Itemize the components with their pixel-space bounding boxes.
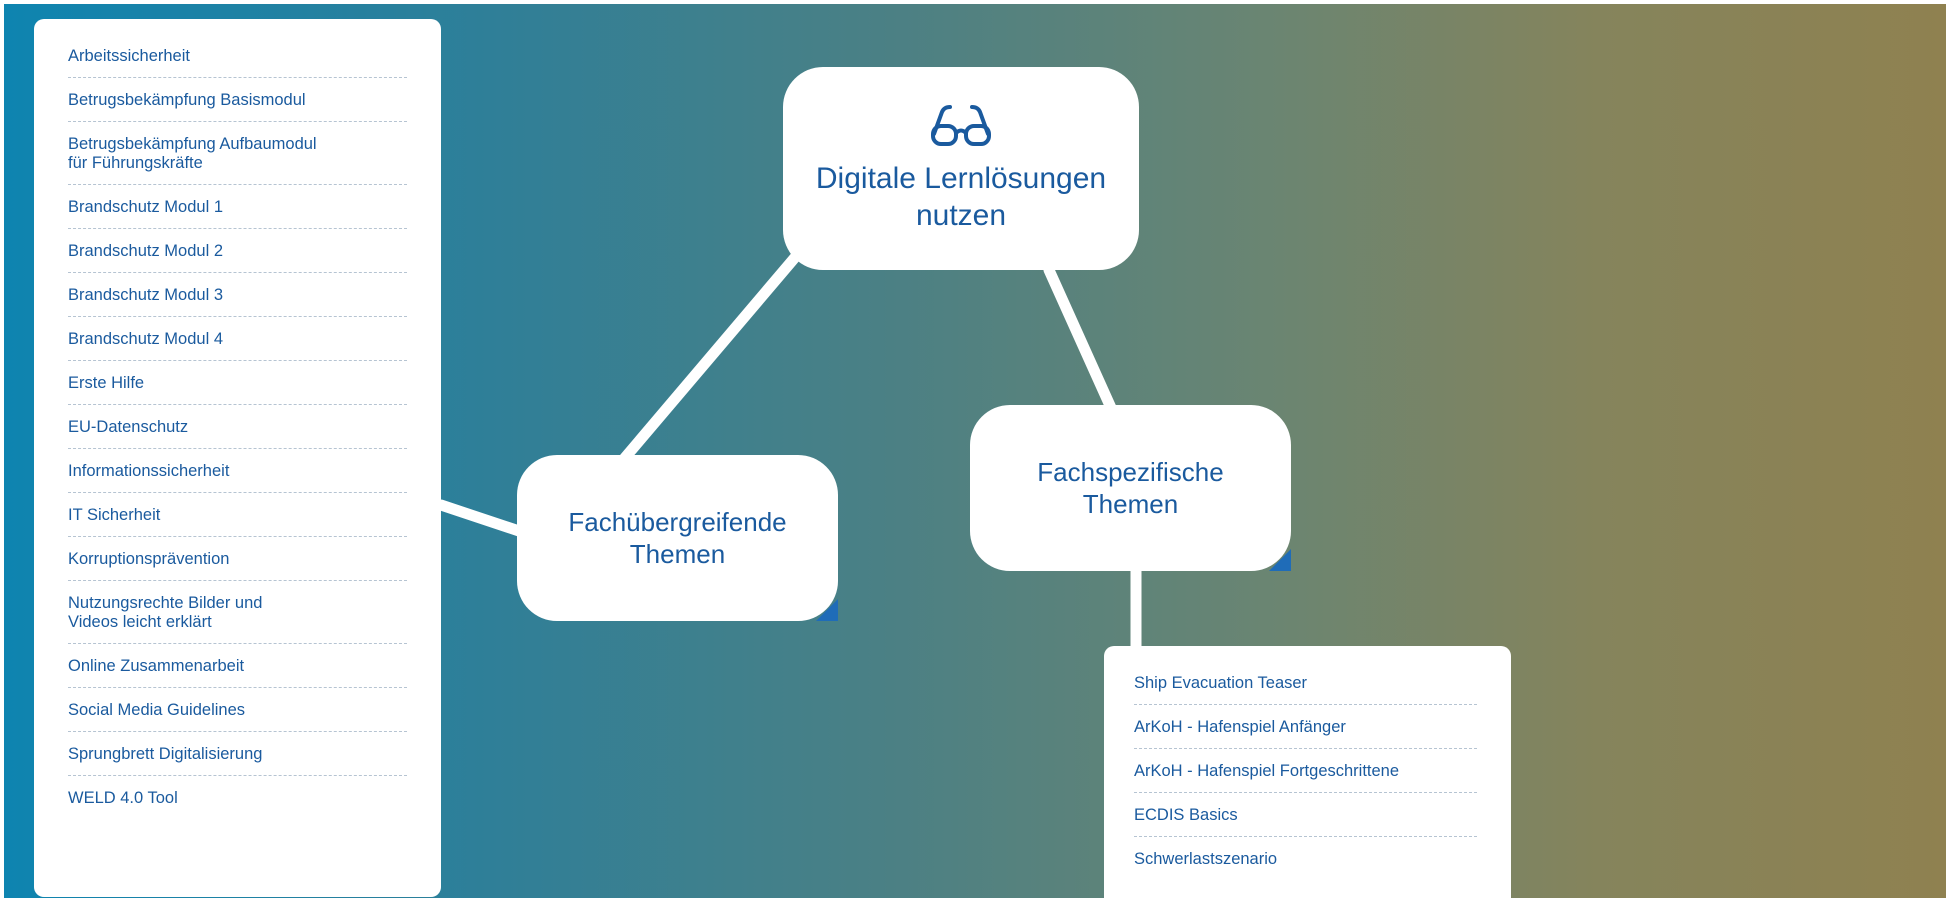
cross-topic-node[interactable]: Fachübergreifende Themen bbox=[517, 455, 838, 621]
list-item[interactable]: Erste Hilfe bbox=[68, 374, 407, 405]
corner-tab bbox=[816, 599, 838, 621]
list-item-line: Videos leicht erklärt bbox=[68, 613, 212, 631]
list-item[interactable]: IT Sicherheit bbox=[68, 506, 407, 537]
list-item[interactable]: Online Zusammenarbeit bbox=[68, 657, 407, 688]
list-item[interactable]: Ship Evacuation Teaser bbox=[1134, 674, 1477, 705]
list-item[interactable]: Brandschutz Modul 1 bbox=[68, 198, 407, 229]
list-item[interactable]: Social Media Guidelines bbox=[68, 701, 407, 732]
connector-left-to-list bbox=[435, 499, 528, 538]
list-item[interactable]: Betrugsbekämpfung Basismodul bbox=[68, 91, 407, 122]
root-node[interactable]: Digitale Lernlösungen nutzen bbox=[783, 67, 1139, 270]
list-item-line: für Führungskräfte bbox=[68, 154, 203, 172]
list-item[interactable]: Brandschutz Modul 2 bbox=[68, 242, 407, 273]
root-node-label: Digitale Lernlösungen nutzen bbox=[816, 160, 1106, 234]
corner-tab bbox=[1269, 549, 1291, 571]
list-item[interactable]: WELD 4.0 Tool bbox=[68, 789, 178, 807]
list-item[interactable]: ECDIS Basics bbox=[1134, 806, 1477, 837]
root-node-label-line1: Digitale Lernlösungen bbox=[815, 161, 1107, 195]
list-item[interactable]: ArKoH - Hafenspiel Fortgeschrittene bbox=[1134, 762, 1477, 793]
list-item[interactable]: Arbeitssicherheit bbox=[68, 47, 407, 78]
list-item[interactable]: ArKoH - Hafenspiel Anfänger bbox=[1134, 718, 1477, 749]
cross-topic-node-label-line2: Themen bbox=[629, 539, 726, 569]
specific-topic-node[interactable]: Fachspezifische Themen bbox=[970, 405, 1291, 571]
root-node-label-line2: nutzen bbox=[915, 198, 1007, 232]
list-item[interactable]: Schwerlastszenario bbox=[1134, 850, 1278, 868]
connector-root-to-right bbox=[1043, 264, 1118, 416]
list-item-line: Nutzungsrechte Bilder und bbox=[68, 594, 263, 612]
list-item[interactable]: Korruptionsprävention bbox=[68, 550, 407, 581]
connector-root-to-left bbox=[617, 242, 809, 466]
list-item[interactable]: Brandschutz Modul 4 bbox=[68, 330, 407, 361]
list-item-line: Betrugsbekämpfung Aufbaumodul bbox=[68, 135, 317, 153]
list-item[interactable]: Informationssicherheit bbox=[68, 462, 407, 493]
list-item[interactable]: Sprungbrett Digitalisierung bbox=[68, 745, 407, 776]
specific-topic-node-label-line2: Themen bbox=[1082, 489, 1179, 519]
glasses-icon bbox=[931, 104, 991, 146]
cross-topic-node-label: Fachübergreifende Themen bbox=[568, 506, 786, 570]
list-item[interactable]: EU-Datenschutz bbox=[68, 418, 407, 449]
list-item[interactable]: Brandschutz Modul 3 bbox=[68, 286, 407, 317]
cross-topic-node-label-line1: Fachübergreifende bbox=[568, 507, 787, 537]
specific-topic-node-label: Fachspezifische Themen bbox=[1037, 456, 1223, 520]
specific-topic-node-label-line1: Fachspezifische bbox=[1037, 457, 1224, 487]
